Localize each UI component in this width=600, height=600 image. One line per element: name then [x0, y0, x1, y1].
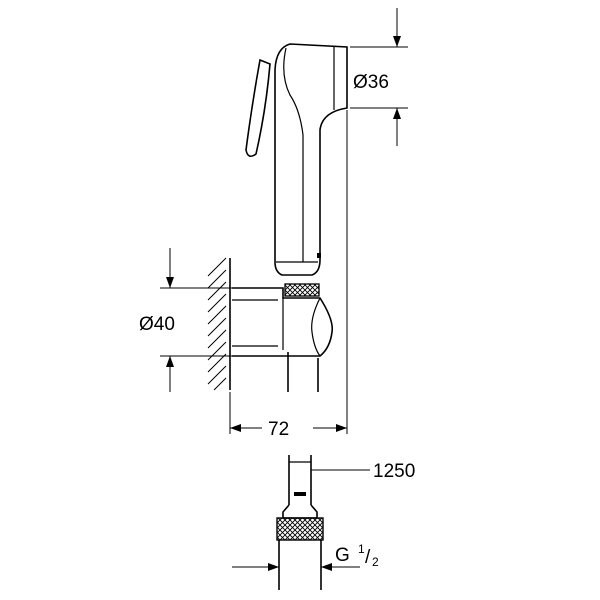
dimension-projection: 72	[229, 110, 348, 440]
dimension-label-projection: 72	[268, 419, 289, 440]
hose-lower	[276, 455, 324, 590]
dimension-label-hose-length: 1250	[373, 461, 415, 482]
hose-mark	[294, 492, 306, 496]
holder-knurled-ring	[284, 283, 320, 297]
dimension-label-thread-numerator: 1	[358, 542, 365, 556]
spray-head-outline	[274, 43, 348, 276]
dimension-thread: G 1 / 2	[232, 542, 379, 571]
spray-nozzle-mark	[317, 253, 321, 258]
spray-head	[245, 43, 348, 276]
spray-head-contour	[283, 47, 304, 262]
dimension-label-thread: G	[335, 545, 350, 566]
hose-upper	[287, 352, 319, 392]
dimension-hose-length: 1250	[311, 461, 415, 482]
dimension-label-thread-slash: /	[365, 547, 371, 568]
wall	[207, 257, 231, 391]
spray-lever	[245, 58, 271, 158]
dimension-bracket-diameter: Ø40	[139, 248, 232, 392]
dimension-label-bracket-diameter: Ø40	[139, 314, 175, 335]
dimension-label-head-diameter: Ø36	[353, 72, 389, 93]
dimension-head-diameter: Ø36	[350, 8, 408, 146]
hose-nut-knurled	[276, 517, 324, 541]
wall-hatching	[207, 257, 227, 391]
dimension-label-thread-denominator: 2	[372, 555, 379, 569]
wall-bracket	[232, 283, 334, 357]
hose-collar	[282, 504, 318, 519]
